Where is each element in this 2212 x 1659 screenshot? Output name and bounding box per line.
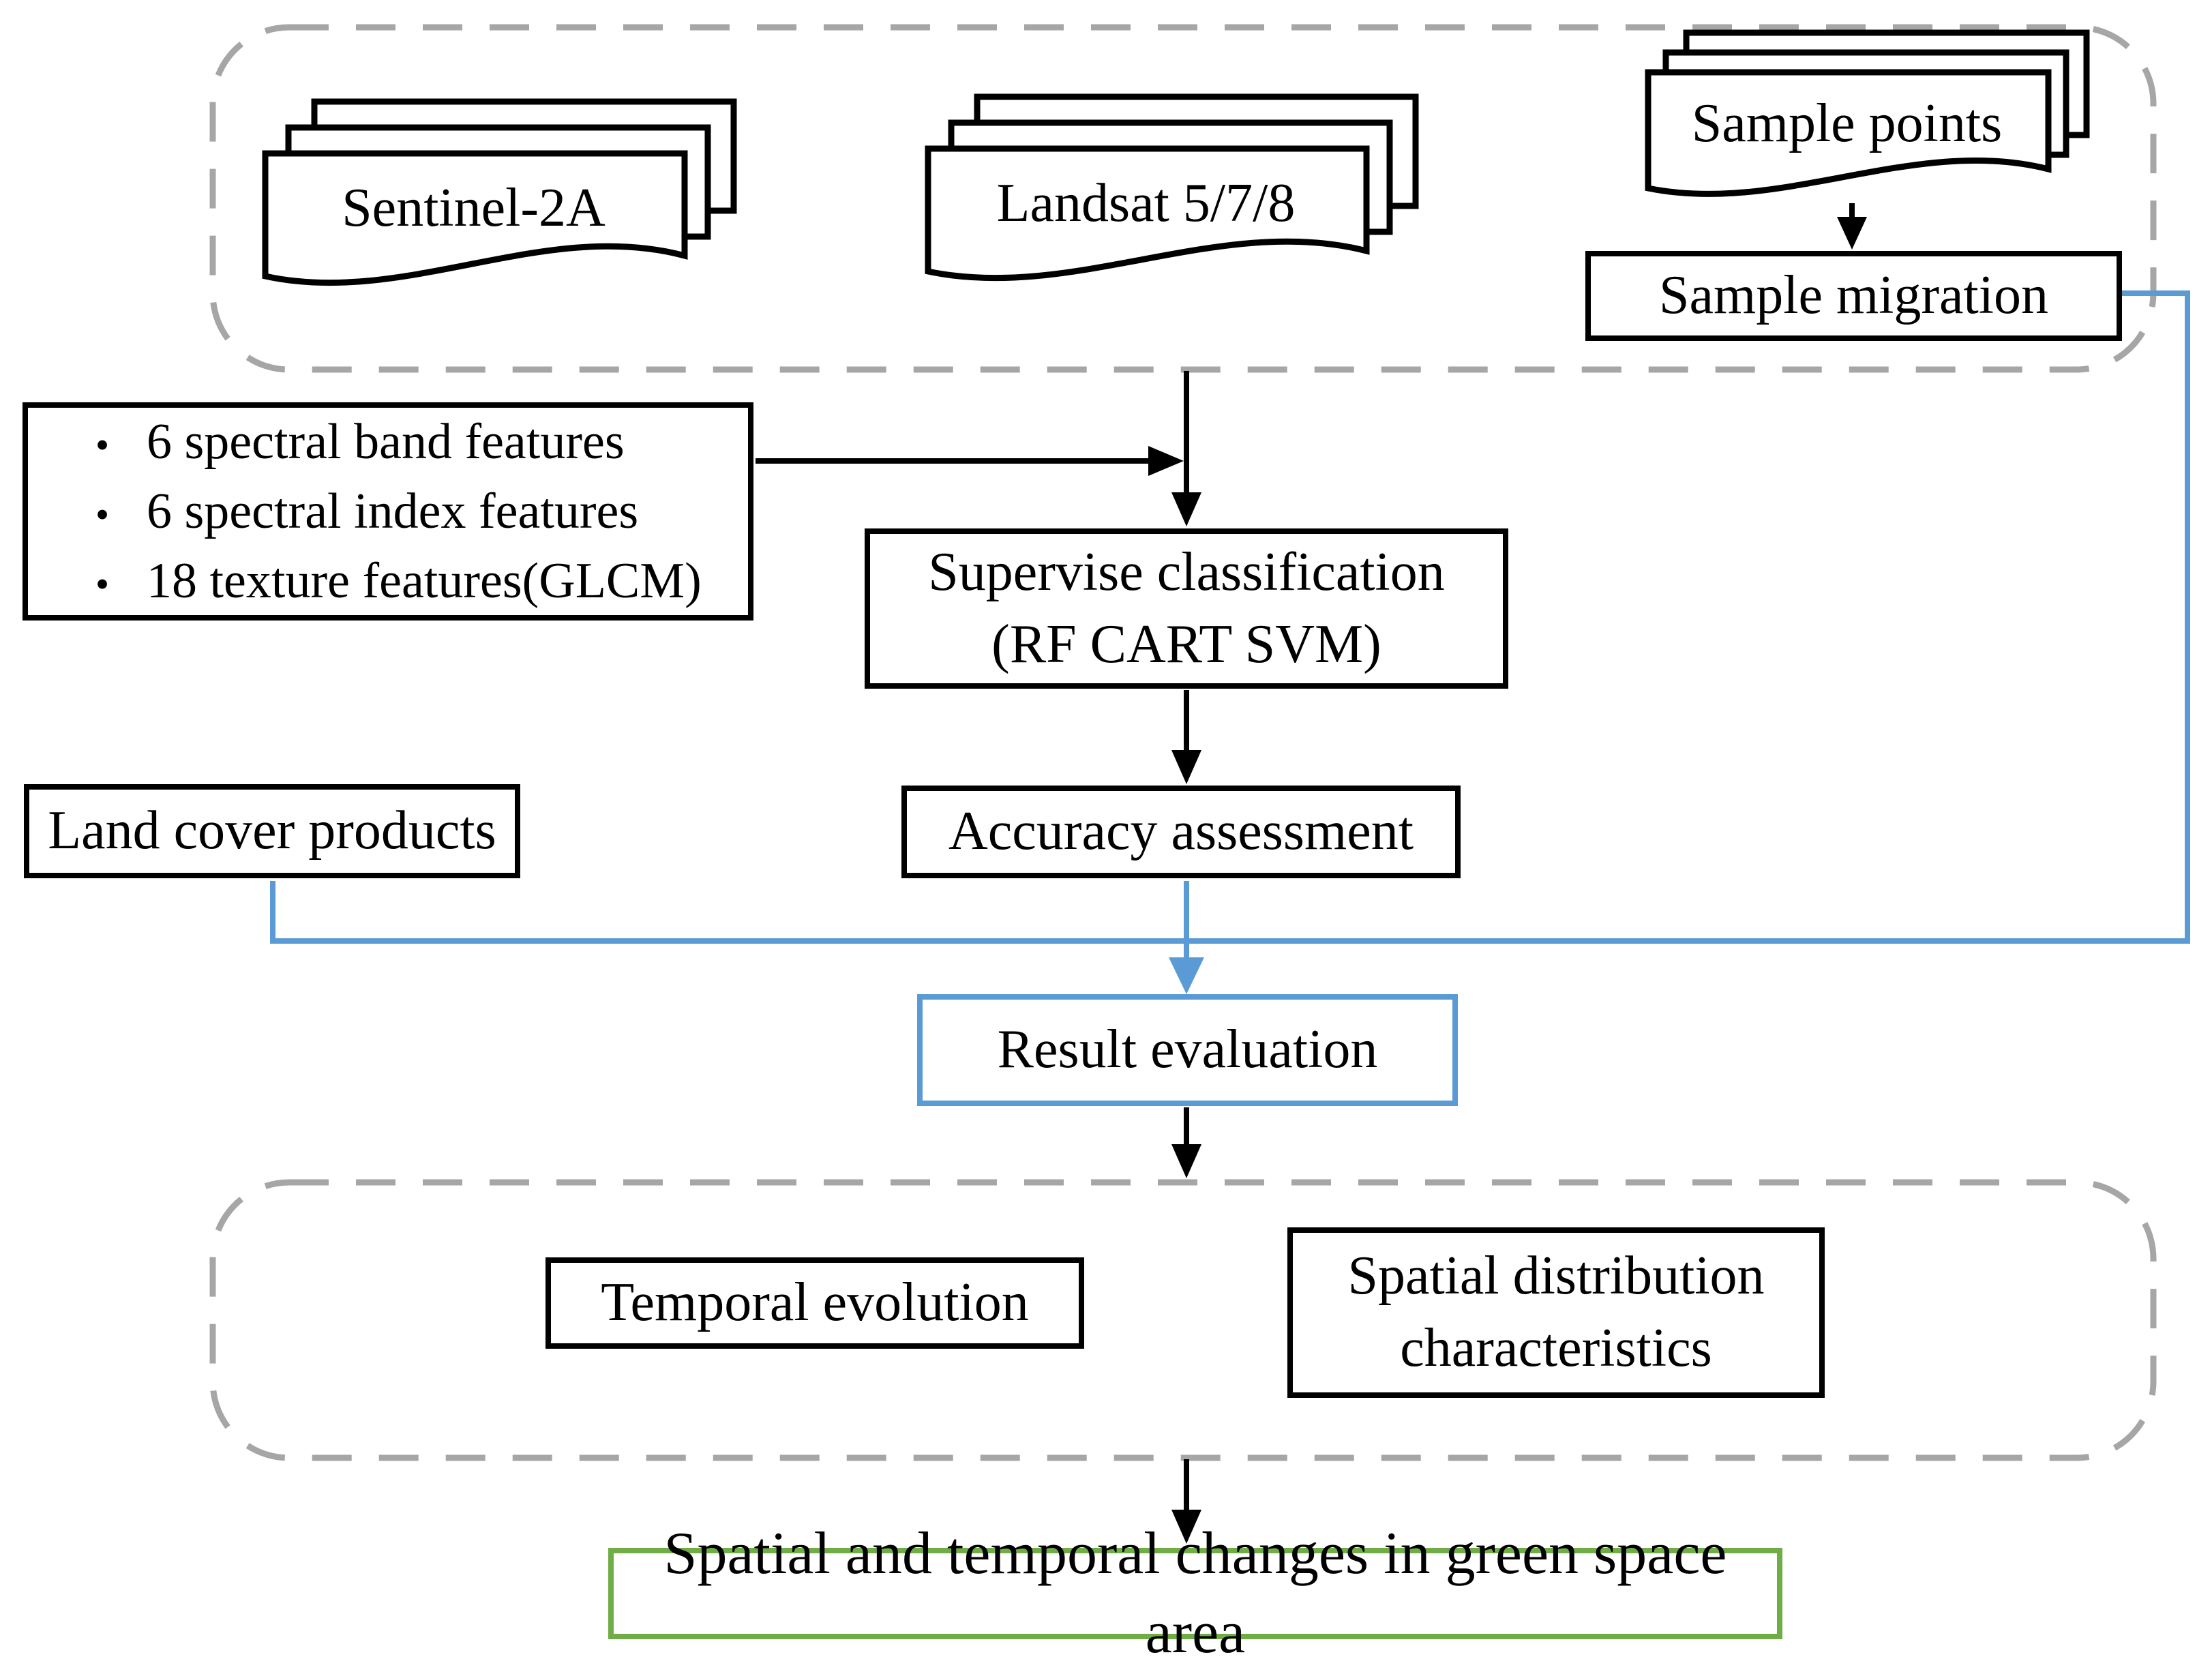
sentinel-doc-stack: Sentinel-2A xyxy=(262,98,737,301)
sentinel-label: Sentinel-2A xyxy=(263,153,685,263)
final-output-box: Spatial and temporal changes in green sp… xyxy=(608,1521,1782,1659)
sentinel-doc-front xyxy=(262,150,688,286)
land-cover-products-box: Land cover products xyxy=(24,784,520,878)
spatial-distribution-box: Spatial distribution characteristics xyxy=(1287,1227,1825,1398)
blue-connector-loop xyxy=(270,290,2190,944)
supervise-classification-box: Supervise classification (RF CART SVM) xyxy=(865,528,1508,689)
arrowhead-sample-migration xyxy=(1837,217,1867,250)
accuracy-assessment-label: Accuracy assessment xyxy=(948,801,1414,862)
result-evaluation-box: Result evaluation xyxy=(917,994,1458,1106)
supervise-classification-line2: (RF CART SVM) xyxy=(991,614,1381,674)
spatial-distribution-line2: characteristics xyxy=(1400,1318,1712,1378)
arrowhead-output xyxy=(1171,1510,1201,1544)
sample-points-doc-front xyxy=(1645,69,2052,197)
land-cover-products-label: Land cover products xyxy=(48,801,496,861)
sample-points-doc-shape xyxy=(1645,29,2090,197)
accuracy-assessment-box: Accuracy assessment xyxy=(901,786,1461,878)
landsat-doc-shape xyxy=(925,93,1419,282)
input-group-dashed-container xyxy=(209,24,2157,373)
sentinel-label-text: Sentinel-2A xyxy=(342,177,606,238)
feature-item: • 18 texture features(GLCM) xyxy=(58,546,748,616)
landsat-label: Landsat 5/7/8 xyxy=(925,149,1366,258)
sample-points-label-text: Sample points xyxy=(1691,93,2003,153)
landsat-doc-stack: Landsat 5/7/8 xyxy=(925,93,1420,296)
final-output-label: Spatial and temporal changes in green sp… xyxy=(663,1520,1727,1659)
features-box: • 6 spectral band features • 6 spectral … xyxy=(23,402,753,621)
spatial-distribution-line1: Spatial distribution xyxy=(1347,1246,1765,1306)
arrowhead-supervise xyxy=(1171,492,1201,526)
features-list: • 6 spectral band features • 6 spectral … xyxy=(28,408,748,615)
analysis-group-dashed-container xyxy=(209,1179,2157,1461)
landsat-doc-front xyxy=(925,145,1370,282)
bullet-icon: • xyxy=(95,422,110,467)
supervise-classification-line1: Supervise classification xyxy=(928,541,1445,602)
feature-item-label: 6 spectral index features xyxy=(147,483,639,539)
feature-item-label: 6 spectral band features xyxy=(147,413,625,470)
arrowhead-accuracy xyxy=(1171,750,1201,784)
sentinel-doc-shape xyxy=(262,98,737,286)
temporal-evolution-label: Temporal evolution xyxy=(601,1272,1029,1333)
feature-item: • 6 spectral index features xyxy=(58,477,748,546)
arrowhead-features-join xyxy=(1148,446,1184,476)
sample-points-label: Sample points xyxy=(1645,72,2048,175)
feature-item-label: 18 texture features(GLCM) xyxy=(147,553,702,610)
landsat-label-text: Landsat 5/7/8 xyxy=(996,173,1296,233)
blue-arrowhead-result-evaluation xyxy=(1169,957,1204,994)
sample-migration-box: Sample migration xyxy=(1585,251,2122,341)
sample-points-doc-stack: Sample points xyxy=(1645,29,2090,220)
bullet-icon: • xyxy=(95,562,110,607)
temporal-evolution-box: Temporal evolution xyxy=(545,1257,1084,1349)
bullet-icon: • xyxy=(95,492,110,537)
result-evaluation-label: Result evaluation xyxy=(997,1019,1378,1080)
arrowhead-analysis-group xyxy=(1171,1144,1201,1178)
sample-migration-label: Sample migration xyxy=(1658,265,2048,326)
feature-item: • 6 spectral band features xyxy=(58,407,748,477)
